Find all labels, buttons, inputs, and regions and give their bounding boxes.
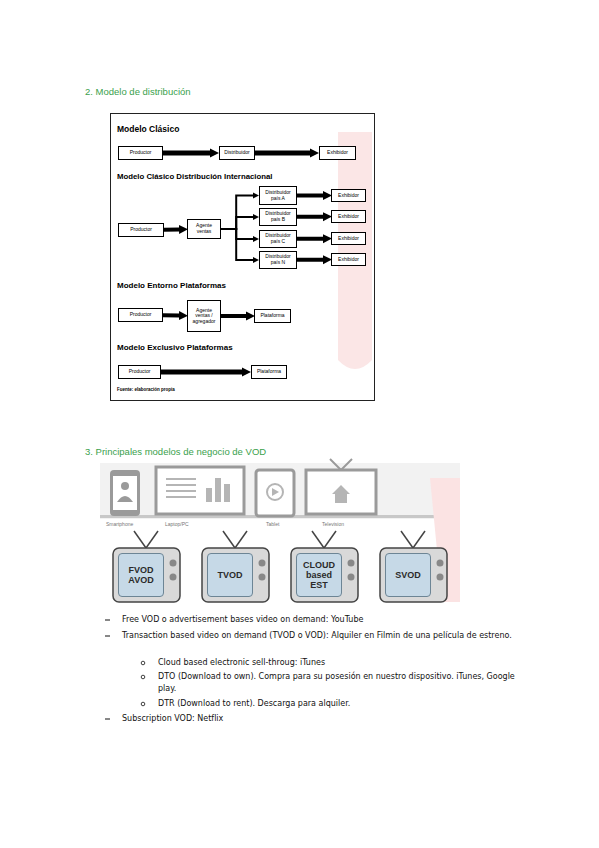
flow-arrow xyxy=(297,194,323,198)
smartphone-icon xyxy=(110,470,140,516)
node-text: Exhibidor xyxy=(338,214,359,220)
retro-tv xyxy=(291,531,358,602)
flow-arrow xyxy=(297,237,323,241)
node-text: Agente ventas / agregador xyxy=(189,308,219,325)
list-item: Free VOD o advertisement bases video on … xyxy=(122,614,517,626)
process-box: Exhibidor xyxy=(331,189,366,202)
node-text: FVOD AVOD xyxy=(123,565,159,585)
device-label: Laptop/PC xyxy=(165,521,189,527)
flow-arrow xyxy=(297,215,323,219)
node-text: Plataforma xyxy=(260,313,284,319)
process-box: Distribuidor xyxy=(219,146,255,160)
model-title: Modelo Exclusivo Plataformas xyxy=(117,343,233,352)
node-text: Plataforma xyxy=(257,369,281,375)
flow-arrow xyxy=(221,314,246,318)
list-item: Transaction based video on demand (TVOD … xyxy=(122,630,517,642)
node-text: Distribuidor país A xyxy=(261,190,295,201)
tv-screen: CLOUD based EST xyxy=(296,553,342,597)
node-text: Productor xyxy=(130,312,152,318)
process-box: Distribuidor país C xyxy=(259,230,297,248)
flow-arrow xyxy=(164,227,179,231)
process-box: Exhibidor xyxy=(331,210,366,223)
device-band xyxy=(100,463,460,519)
flow-arrow xyxy=(221,229,253,260)
flow-arrow xyxy=(255,151,310,156)
flow-arrow xyxy=(161,370,242,375)
process-box: Productor xyxy=(118,365,161,379)
laptop-icon xyxy=(156,467,244,514)
list-item: DTR (Download to rent). Descarga para al… xyxy=(158,698,518,710)
list-circle xyxy=(141,661,145,665)
process-box: Productor xyxy=(118,223,164,237)
model-title: Modelo Clásico xyxy=(117,124,179,134)
node-text: Distribuidor país C xyxy=(261,233,295,244)
node-text: Productor xyxy=(129,369,151,375)
device-label: Tablet xyxy=(266,521,279,527)
process-box: Exhibidor xyxy=(331,253,366,266)
flow-arrow xyxy=(221,196,253,230)
flow-arrow xyxy=(297,258,323,262)
retro-tv xyxy=(202,531,269,602)
section-heading: 3. Principales modelos de negocio de VOD xyxy=(85,446,266,457)
node-text: SVOD xyxy=(395,570,421,580)
process-box: Agente ventas xyxy=(187,219,221,239)
tv-screen: FVOD AVOD xyxy=(118,553,164,597)
model-title: Modelo Entorno Plataformas xyxy=(117,281,226,290)
node-text: Productor xyxy=(130,227,152,233)
television-icon xyxy=(306,459,376,514)
node-text: Exhibidor xyxy=(338,236,359,242)
process-box: Distribuidor país N xyxy=(259,251,297,269)
flow-arrow xyxy=(163,313,179,317)
process-box: Productor xyxy=(118,146,163,160)
list-dash xyxy=(105,620,110,621)
node-text: Agente ventas xyxy=(189,223,219,234)
process-box: Agente ventas / agregador xyxy=(187,300,221,332)
retro-tv xyxy=(113,531,180,602)
watermark xyxy=(338,132,372,369)
process-box: Distribuidor país B xyxy=(259,208,297,226)
tv-screen: SVOD xyxy=(385,553,431,597)
node-text: Distribuidor país N xyxy=(261,254,295,265)
flow-arrow xyxy=(221,217,253,229)
device-label: Smartphone xyxy=(106,521,133,527)
device-label: Television xyxy=(322,521,344,527)
node-text: TVOD xyxy=(217,570,242,580)
process-box: Plataforma xyxy=(254,309,291,323)
model-title: Modelo Clásico Distribución Internaciona… xyxy=(117,172,273,181)
section-heading: 2. Modelo de distribución xyxy=(85,86,191,97)
list-dash xyxy=(105,719,110,720)
tablet-icon xyxy=(256,470,294,516)
flow-arrow xyxy=(163,151,210,156)
list-circle xyxy=(141,675,145,679)
process-box: Exhibidor xyxy=(331,232,366,245)
node-text: Exhibidor xyxy=(338,193,359,199)
list-item: Subscription VOD: Netflix xyxy=(122,713,517,725)
list-circle xyxy=(141,702,145,706)
tv-screen: TVOD xyxy=(207,553,253,597)
process-box: Productor xyxy=(118,308,163,322)
figure-frame: Modelo ClásicoModelo Clásico Distribució… xyxy=(110,113,375,401)
list-item: Cloud based electronic sell-throug: iTun… xyxy=(158,657,518,669)
flow-arrow xyxy=(221,229,253,239)
node-text: Productor xyxy=(130,150,152,156)
process-box: Distribuidor país A xyxy=(259,186,297,205)
node-text: Exhibidor xyxy=(338,257,359,263)
node-text: CLOUD based EST xyxy=(301,560,337,590)
retro-tv xyxy=(380,531,447,602)
node-text: Distribuidor país B xyxy=(261,211,295,222)
source-note: Fuente: elaboración propia xyxy=(117,387,175,392)
node-text: Distribuidor xyxy=(224,150,249,156)
node-text: Exhibidor xyxy=(327,150,348,156)
process-box: Plataforma xyxy=(251,365,287,379)
process-box: Exhibidor xyxy=(319,146,356,160)
list-dash xyxy=(105,636,110,637)
list-item: DTO (Download to own). Compra para su po… xyxy=(158,671,518,695)
